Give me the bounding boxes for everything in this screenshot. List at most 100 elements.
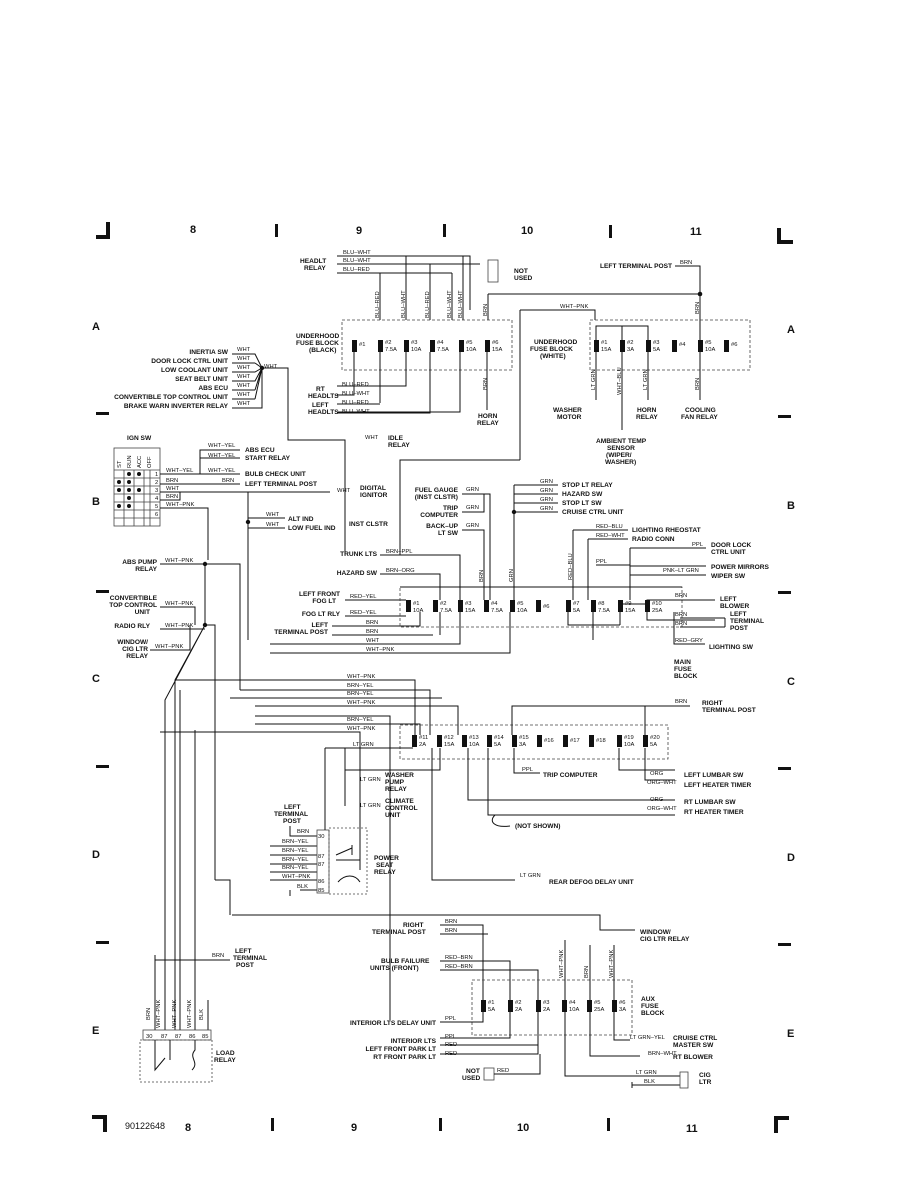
svg-text:UNIT: UNIT	[135, 609, 150, 616]
svg-text:LT GRN: LT GRN	[591, 369, 597, 390]
headlt-wire-3: BLU–RED	[343, 267, 370, 273]
svg-text:POWER MIRRORS: POWER MIRRORS	[711, 564, 769, 571]
svg-text:HAZARD SW: HAZARD SW	[337, 570, 378, 577]
svg-text:ST: ST	[117, 460, 123, 468]
svg-text:(NOT SHOWN): (NOT SHOWN)	[515, 823, 560, 830]
svg-text:IGN SW: IGN SW	[127, 435, 152, 442]
svg-text:BLOCK: BLOCK	[641, 1010, 665, 1017]
svg-text:FUSE: FUSE	[674, 666, 692, 673]
svg-text:WHT: WHT	[237, 383, 251, 389]
cig-ltr-plug	[679, 1071, 689, 1089]
svg-text:10A: 10A	[413, 608, 423, 614]
svg-text:HEADLTS: HEADLTS	[308, 409, 339, 416]
svg-text:86: 86	[318, 879, 324, 885]
svg-text:CRUISE CTRL UNIT: CRUISE CTRL UNIT	[562, 509, 623, 516]
svg-text:LOAD: LOAD	[216, 1050, 235, 1057]
svg-text:LT GRN: LT GRN	[636, 1070, 657, 1076]
svg-text:RADIO CONN: RADIO CONN	[632, 536, 675, 543]
svg-text:LOW COOLANT UNIT: LOW COOLANT UNIT	[161, 367, 228, 374]
tick-left-4	[96, 941, 109, 944]
svg-text:BULB FAILURE: BULB FAILURE	[381, 958, 430, 965]
main-fuse-block-row1: TRUNK LTS BRN–PPL HAZARD SW BRN–ORG LEFT…	[270, 549, 764, 680]
svg-text:10A: 10A	[466, 347, 476, 353]
svg-text:WHT–PNK: WHT–PNK	[166, 502, 194, 508]
svg-text:USED: USED	[462, 1075, 481, 1082]
svg-text:FUSE BLOCK: FUSE BLOCK	[296, 340, 339, 347]
headlt-relay-label: HEADLT	[300, 258, 326, 265]
svg-text:RED: RED	[445, 1051, 457, 1057]
svg-text:NOT: NOT	[466, 1068, 480, 1075]
svg-text:#2: #2	[385, 340, 391, 346]
svg-text:ABS PUMP: ABS PUMP	[122, 559, 157, 566]
svg-text:10A: 10A	[705, 347, 715, 353]
svg-text:(WIPER/: (WIPER/	[606, 452, 632, 459]
col-top-11: 11	[690, 226, 702, 238]
svg-text:ORG: ORG	[650, 797, 664, 803]
svg-text:GRN: GRN	[540, 506, 553, 512]
svg-text:BRN: BRN	[479, 570, 485, 582]
svg-text:INST CLSTR: INST CLSTR	[349, 521, 388, 528]
svg-text:BLK: BLK	[199, 1009, 205, 1020]
svg-text:15A: 15A	[444, 742, 454, 748]
svg-text:RED–GRY: RED–GRY	[675, 638, 703, 644]
svg-text:GRN: GRN	[540, 488, 553, 494]
svg-text:BLU–RED: BLU–RED	[342, 382, 369, 388]
tick-right-3	[778, 767, 791, 770]
svg-text:BRN: BRN	[146, 1008, 152, 1020]
svg-text:SEAT BELT UNIT: SEAT BELT UNIT	[175, 376, 228, 383]
svg-text:BLU–WHT: BLU–WHT	[458, 290, 464, 318]
svg-text:#3: #3	[653, 340, 659, 346]
svg-text:BRN–YEL: BRN–YEL	[282, 865, 309, 871]
svg-text:CIG LTR RELAY: CIG LTR RELAY	[640, 936, 690, 943]
svg-text:COMPUTER: COMPUTER	[420, 512, 458, 519]
svg-text:LEFT: LEFT	[284, 804, 300, 811]
headlt-relay-label-2: RELAY	[304, 265, 326, 272]
svg-text:WHT: WHT	[237, 356, 251, 362]
svg-text:5A: 5A	[650, 742, 657, 748]
svg-text:WASHER): WASHER)	[605, 459, 636, 466]
col-bot-9: 9	[351, 1122, 357, 1134]
svg-text:30: 30	[318, 834, 324, 840]
svg-text:7.5A: 7.5A	[440, 608, 452, 614]
svg-text:WHT–YEL: WHT–YEL	[208, 443, 236, 449]
idle-relay: WHT IDLE RELAY	[365, 435, 410, 449]
headlt-wire-2: BLU–WHT	[343, 258, 371, 264]
svg-text:LT GRN: LT GRN	[360, 777, 381, 783]
tick-bot-3	[607, 1118, 610, 1131]
corner-bottom-left	[92, 1115, 107, 1132]
power-seat-relay: LEFT TERMINAL POST BRN BRN–YEL BRN–YEL B…	[270, 804, 399, 896]
row-left-B: B	[92, 496, 100, 508]
svg-text:BRN–YEL: BRN–YEL	[282, 857, 309, 863]
svg-text:BRN–WHT: BRN–WHT	[648, 1051, 677, 1057]
svg-text:RADIO RLY: RADIO RLY	[114, 623, 150, 630]
svg-text:WHT: WHT	[264, 364, 278, 370]
svg-text:RT LUMBAR SW: RT LUMBAR SW	[684, 799, 736, 806]
svg-text:#1: #1	[413, 601, 419, 607]
svg-text:FAN RELAY: FAN RELAY	[681, 414, 718, 421]
right-top-outputs: RED–BLU RED–WHT PPL PPL PNK–LT GRN LIGHT…	[568, 524, 769, 600]
svg-text:BRN: BRN	[675, 621, 687, 627]
svg-text:#11: #11	[419, 735, 428, 741]
svg-text:LT GRN: LT GRN	[643, 369, 649, 390]
svg-text:LT GRN: LT GRN	[520, 873, 541, 879]
svg-text:WHT–YEL: WHT–YEL	[208, 453, 236, 459]
col-top-8: 8	[190, 224, 196, 236]
svg-text:#4: #4	[569, 1000, 576, 1006]
svg-text:#3: #3	[465, 601, 471, 607]
svg-text:BLOCK: BLOCK	[674, 673, 698, 680]
svg-text:AUX: AUX	[641, 996, 656, 1003]
svg-text:BRN: BRN	[366, 629, 378, 635]
svg-text:PUMP: PUMP	[385, 779, 405, 786]
figure-id: 90122648	[125, 1121, 165, 1131]
svg-text:BRN: BRN	[366, 620, 378, 626]
svg-text:WIPER SW: WIPER SW	[711, 573, 746, 580]
svg-text:WHT–PNK: WHT–PNK	[347, 726, 375, 732]
svg-text:BRN: BRN	[584, 966, 590, 978]
not-used-connector	[487, 259, 499, 283]
svg-text:RIGHT: RIGHT	[702, 700, 723, 707]
row-right-C: C	[787, 676, 795, 688]
svg-text:RT HEATER TIMER: RT HEATER TIMER	[684, 809, 744, 816]
svg-text:RT BLOWER: RT BLOWER	[673, 1054, 713, 1061]
aux-fuse-block: RIGHT TERMINAL POST BRN BRN WINDOW/ CIG …	[232, 914, 717, 1089]
svg-text:#5: #5	[705, 340, 711, 346]
